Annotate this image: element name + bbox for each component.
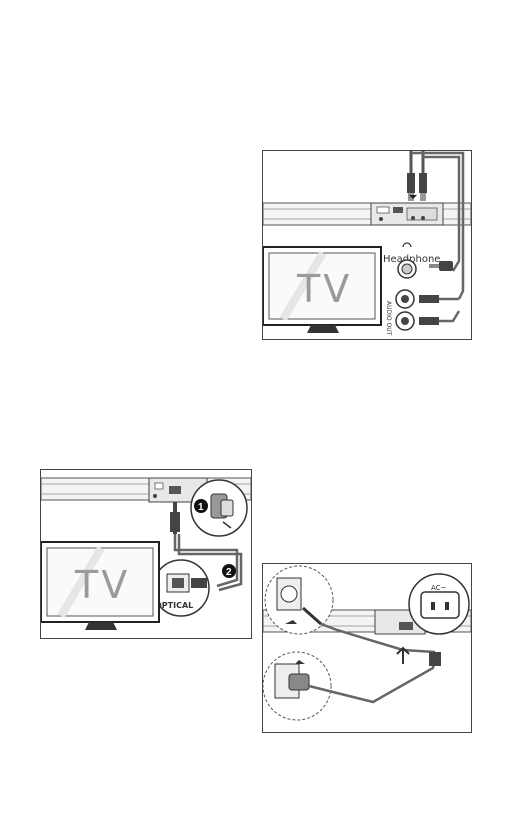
tv-illustration: TV bbox=[263, 247, 381, 333]
power-connection-figure: AC~ bbox=[262, 563, 472, 733]
svg-text:TV: TV bbox=[296, 267, 352, 311]
soundbar bbox=[263, 203, 471, 225]
rca-plugs-top bbox=[407, 151, 427, 201]
svg-text:2: 2 bbox=[226, 567, 232, 578]
svg-text:AC~: AC~ bbox=[431, 584, 447, 592]
optical-connection-figure: 1 OPTICAL 2 TV bbox=[40, 469, 252, 639]
svg-text:OPTICAL: OPTICAL bbox=[155, 601, 193, 610]
svg-text:1: 1 bbox=[198, 502, 204, 513]
headphone-socket: Headphone bbox=[383, 243, 440, 278]
audio-out-sockets: AUDIO OUT bbox=[385, 290, 459, 336]
plug-zoom bbox=[263, 652, 331, 720]
ac-inlet-zoom: AC~ bbox=[409, 574, 469, 634]
headphone-connection-figure: Headphone AUDIO OUT TV bbox=[262, 150, 472, 340]
tv-illustration: TV bbox=[41, 542, 159, 630]
svg-text:AUDIO OUT: AUDIO OUT bbox=[385, 301, 392, 336]
svg-text:TV: TV bbox=[74, 563, 130, 607]
optical-cap-zoom: 1 bbox=[191, 480, 247, 536]
